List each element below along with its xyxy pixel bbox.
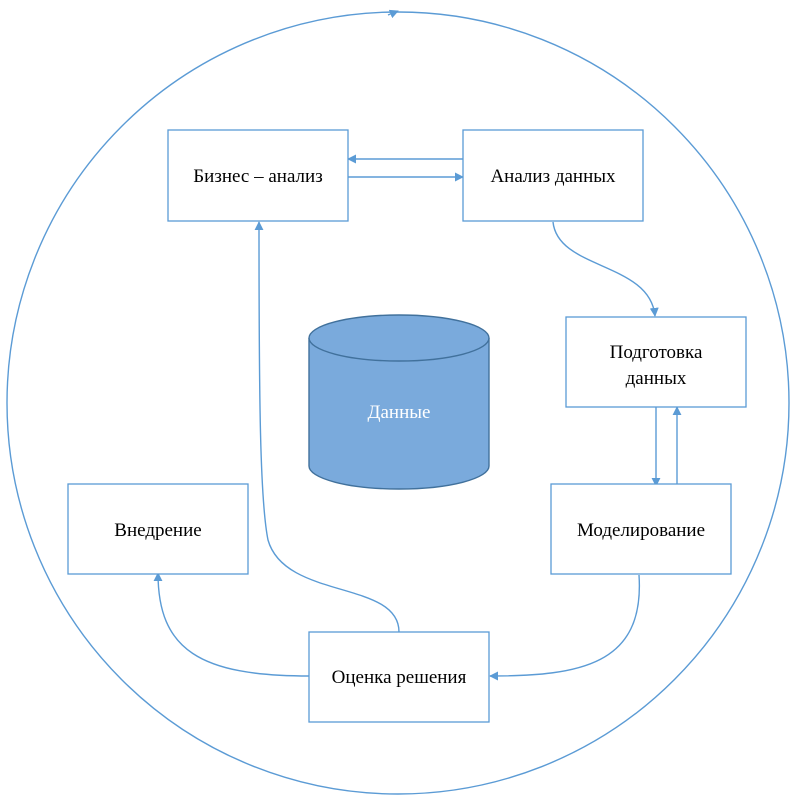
node-business-analysis: Бизнес – анализ <box>167 129 349 222</box>
node-data-preparation-label-line2: данных <box>626 368 687 389</box>
database-cylinder-top <box>308 314 490 362</box>
database-cylinder: Данные <box>308 314 490 490</box>
node-data-analysis: Анализ данных <box>462 129 644 222</box>
cycle-direction-arrow <box>387 9 399 19</box>
database-label: Данные <box>368 402 431 423</box>
arrow-data-analysis-to-data-preparation <box>552 221 659 317</box>
node-data-preparation-label-line1: Подготовка <box>610 342 703 363</box>
node-data-analysis-label: Анализ данных <box>490 166 616 187</box>
node-evaluation: Оценка решения <box>308 631 490 723</box>
node-data-preparation: Подготовка данных <box>565 316 747 408</box>
node-deployment-label: Внедрение <box>114 520 201 541</box>
node-deployment: Внедрение <box>67 483 249 575</box>
node-modeling-label: Моделирование <box>577 520 705 541</box>
arrow-evaluation-to-business-analysis <box>254 221 400 633</box>
database-cylinder-body <box>308 338 490 490</box>
node-evaluation-label: Оценка решения <box>332 667 467 688</box>
arrow-modeling-to-evaluation <box>489 574 641 681</box>
node-business-analysis-label: Бизнес – анализ <box>193 166 322 187</box>
node-modeling: Моделирование <box>550 483 732 575</box>
arrow-evaluation-to-deployment <box>153 572 310 677</box>
